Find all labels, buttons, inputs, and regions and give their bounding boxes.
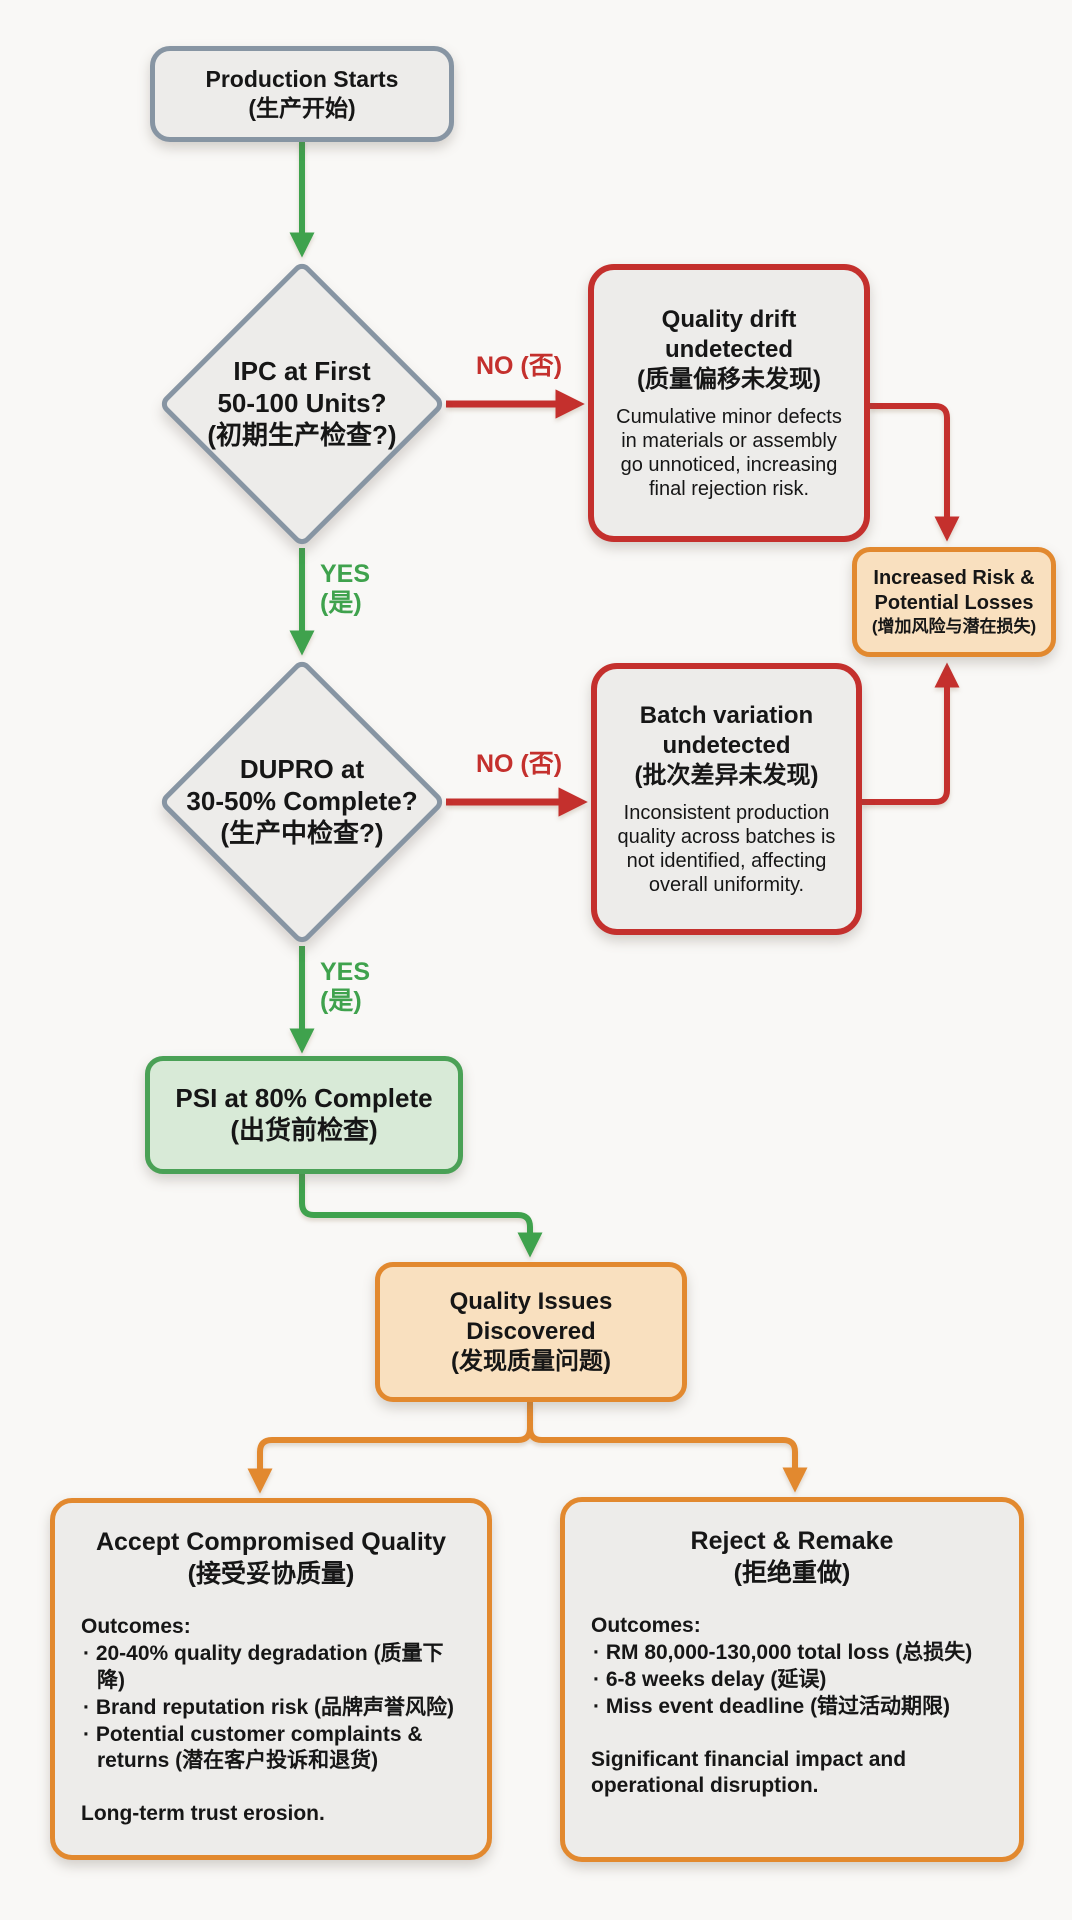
accept-outcome-item: · Potential customer complaints & return… (83, 1722, 423, 1773)
yes-label-1-en: YES (320, 560, 371, 588)
accept-title-en: Accept Compromised Quality (95, 1528, 447, 1556)
drift-title-1: Quality drift (661, 306, 797, 334)
dupro-line-1: DUPRO at (239, 754, 365, 785)
dupro-decision-text: DUPRO at 30-50% Complete? (生产中检查?) (152, 702, 452, 902)
ipc-line-3: (初期生产检查?) (207, 419, 397, 450)
reject-outcome-item: · 6-8 weeks delay (延误) (593, 1667, 827, 1691)
batch-title-1: Batch variation (639, 702, 814, 730)
issues-line-1: Quality Issues (449, 1288, 613, 1316)
risk-line-1: Increased Risk & (873, 566, 1035, 589)
yes-label-2-en: YES (320, 958, 371, 986)
reject-outcome-item: · Miss event deadline (错过活动期限) (593, 1694, 951, 1718)
drift-body: Cumulative minor defects in materials or… (616, 405, 842, 500)
yes-label-1-cn: (是) (320, 588, 362, 617)
psi-node: PSI at 80% Complete (出货前检查) (145, 1056, 463, 1174)
drift-title-3: (质量偏移未发现) (637, 365, 821, 393)
yes-label-2: YES (是) (320, 958, 370, 1016)
arrow-issues-to-accept (247, 1402, 533, 1494)
accept-title-cn: (接受妥协质量) (187, 1559, 355, 1588)
start-title-en: Production Starts (205, 66, 399, 93)
reject-outcome-item: · RM 80,000-130,000 total loss (总损失) (593, 1640, 973, 1664)
accept-node: Accept Compromised Quality (接受妥协质量) Outc… (50, 1498, 492, 1860)
no-label-2: NO (否) (475, 750, 563, 778)
psi-line-2: (出货前检查) (230, 1115, 378, 1145)
yes-label-1: YES (是) (320, 560, 370, 618)
accept-outcome-item: · Brand reputation risk (品牌声誉风险) (83, 1695, 455, 1719)
batch-title-3: (批次差异未发现) (634, 761, 819, 789)
ipc-decision-text: IPC at First 50-100 Units? (初期生产检查?) (152, 304, 452, 504)
drift-title-2: undetected (664, 336, 793, 364)
ipc-line-2: 50-100 Units? (217, 388, 387, 419)
reject-title-en: Reject & Remake (690, 1527, 894, 1555)
reject-footer: Significant financial impact and operati… (591, 1747, 907, 1798)
ipc-line-1: IPC at First (233, 356, 371, 387)
reject-title-cn: (拒绝重做) (733, 1558, 851, 1587)
reject-outcomes-label: Outcomes: (591, 1614, 701, 1637)
risk-line-3: (增加风险与潜在损失) (871, 616, 1037, 636)
arrow-drift-to-risk (870, 403, 960, 542)
start-title-cn: (生产开始) (248, 95, 356, 121)
yes-label-2-cn: (是) (320, 986, 362, 1015)
arrow-batch-to-risk (862, 662, 960, 805)
quality-drift-node: Quality drift undetected (质量偏移未发现) Cumul… (588, 264, 870, 542)
batch-title-2: undetected (662, 732, 791, 760)
accept-outcomes-label: Outcomes: (81, 1615, 191, 1638)
quality-issues-node: Quality Issues Discovered (发现质量问题) (375, 1262, 687, 1402)
arrow-issues-to-reject (527, 1402, 808, 1493)
batch-body: Inconsistent production quality across b… (617, 801, 836, 896)
arrow-psi-to-issues (299, 1174, 543, 1258)
reject-node: Reject & Remake (拒绝重做) Outcomes: · RM 80… (560, 1497, 1024, 1862)
accept-outcome-item: · 20-40% quality degradation (质量下降) (83, 1641, 444, 1692)
dupro-line-2: 30-50% Complete? (186, 786, 418, 817)
issues-line-3: (发现质量问题) (451, 1347, 611, 1375)
start-node: Production Starts (生产开始) (150, 46, 454, 142)
dupro-line-3: (生产中检查?) (220, 817, 384, 848)
accept-footer: Long-term trust erosion. (81, 1802, 325, 1826)
no-label-1: NO (否) (475, 352, 563, 380)
issues-line-2: Discovered (466, 1318, 596, 1346)
risk-line-2: Potential Losses (874, 591, 1034, 614)
psi-line-1: PSI at 80% Complete (175, 1083, 433, 1114)
batch-variation-node: Batch variation undetected (批次差异未发现) Inc… (591, 663, 862, 935)
increased-risk-node: Increased Risk & Potential Losses (增加风险与… (852, 547, 1056, 657)
